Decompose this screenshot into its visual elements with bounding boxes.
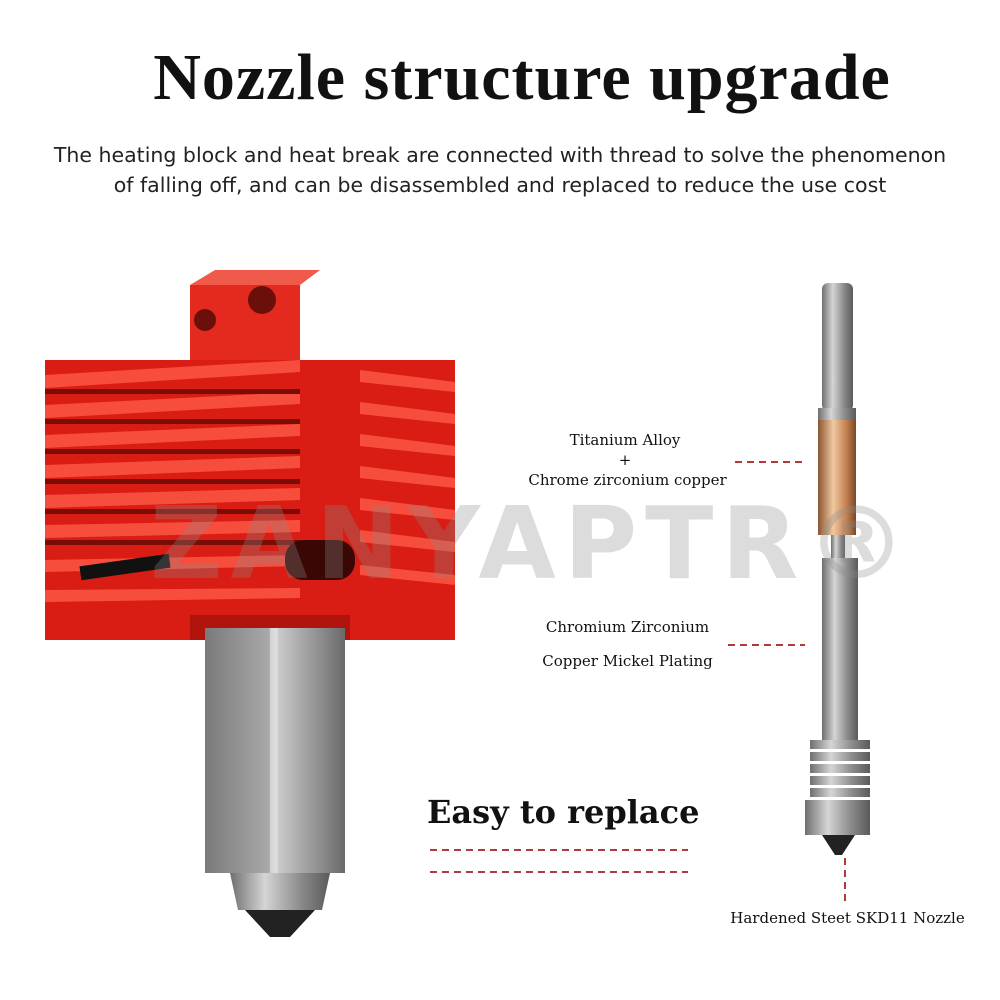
subtitle-line-1: The heating block and heat break are con… (53, 143, 947, 167)
callout-plus: + (618, 451, 632, 469)
heatsink (45, 270, 455, 640)
callout-plating: Copper Mickel Plating (542, 652, 713, 670)
callout-chrome-copper: Chrome zirconium copper (528, 471, 727, 489)
callout-titanium: Titanium Alloy (569, 431, 681, 449)
easy-to-replace: Easy to replace (427, 793, 700, 831)
callout-chromium: Chromium Zirconium (545, 618, 710, 636)
subtitle-line-2: of falling off, and can be disassembled … (113, 173, 887, 197)
page-title: Nozzle structure upgrade (153, 41, 891, 114)
heat-break (805, 283, 870, 855)
heater-block (205, 628, 345, 937)
leader-lines (430, 461, 846, 902)
callout-nozzle: Hardened Steet SKD11 Nozzle (730, 909, 965, 927)
